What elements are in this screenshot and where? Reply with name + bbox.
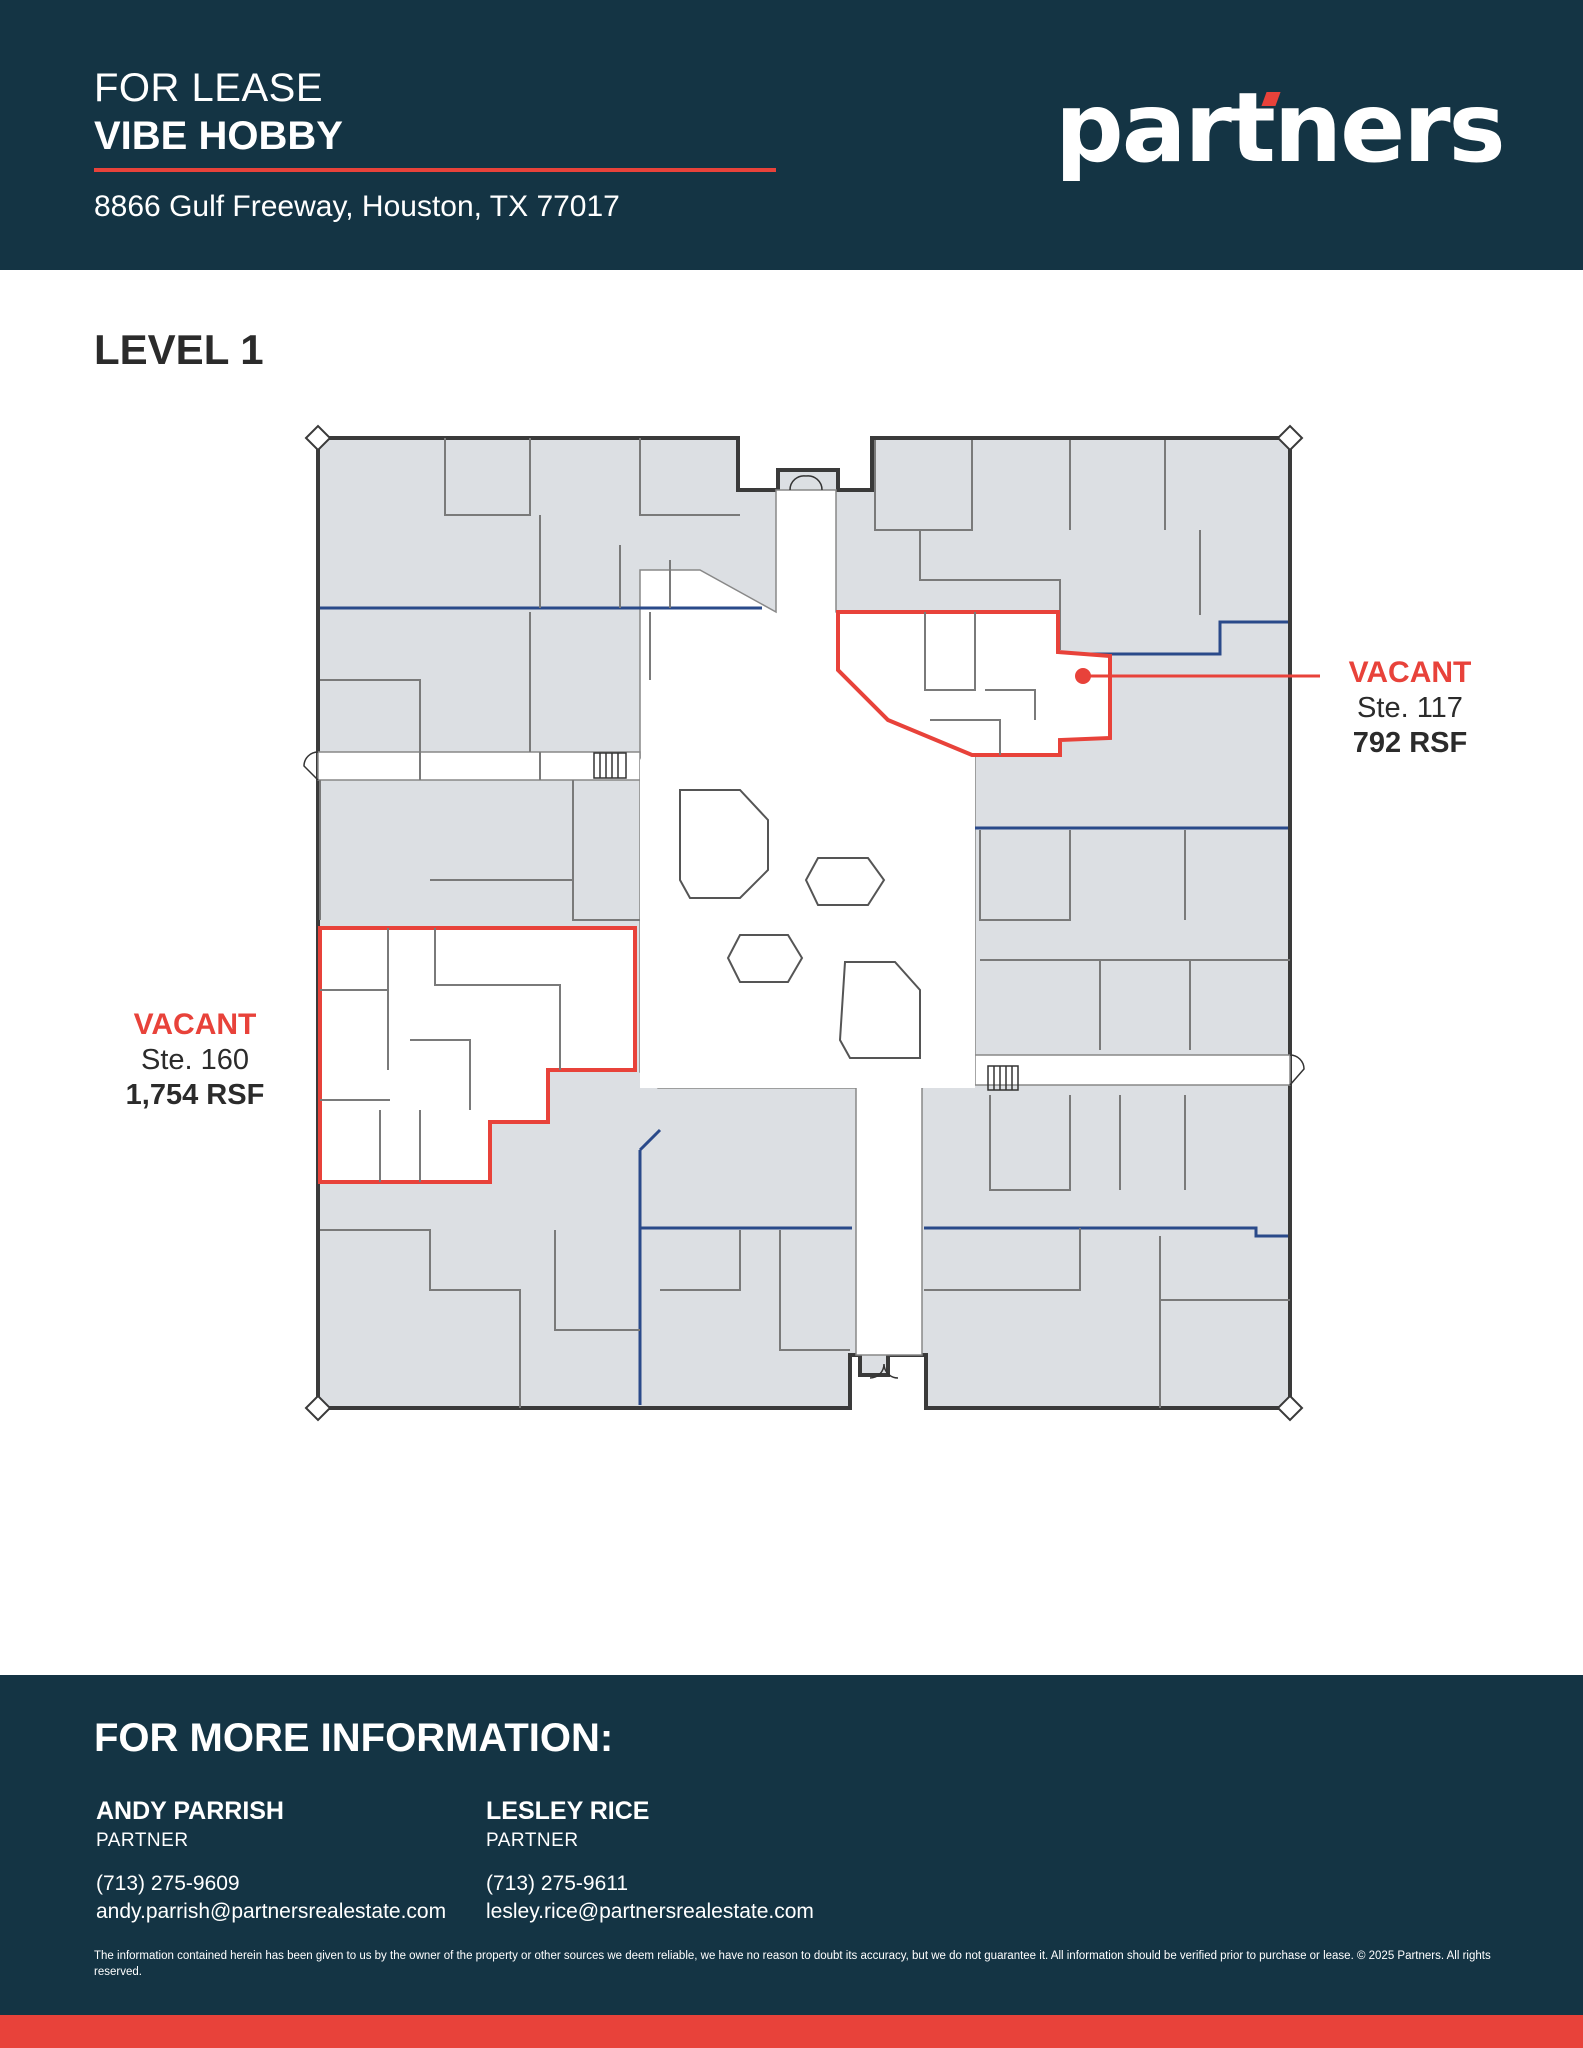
- contact-phone-link[interactable]: (713) 275-9611: [486, 1872, 629, 1895]
- west-corridor: [317, 751, 641, 781]
- vacant-suite-160-outline: [318, 926, 637, 1184]
- stairs-icon: [593, 752, 1019, 1091]
- legal-disclaimer: The information contained herein has bee…: [94, 1950, 1491, 1978]
- partners-logo: partners: [1055, 72, 1506, 184]
- corner-marker-ne: [1276, 424, 1304, 452]
- more-info-heading: FOR MORE INFORMATION:: [94, 1716, 614, 1760]
- property-name: VIBE HOBBY: [94, 114, 343, 158]
- corner-marker-se: [1276, 1394, 1304, 1422]
- suite-160-walls: [320, 928, 561, 1182]
- suite-117-number: Ste. 117: [1357, 692, 1463, 724]
- level-title: LEVEL 1: [94, 326, 264, 373]
- contact-phone-link[interactable]: (713) 275-9609: [96, 1872, 240, 1895]
- entrance-doors: [303, 475, 1305, 1379]
- corner-marker-sw: [304, 1394, 332, 1422]
- contact-email-link[interactable]: andy.parrish@partnersrealestate.com: [96, 1900, 447, 1923]
- header-banner: FOR LEASE VIBE HOBBY 8866 Gulf Freeway, …: [0, 0, 1583, 270]
- header-divider: [94, 168, 776, 172]
- contact-card-lesley: LESLEY RICE PARTNER (713) 275-9611 lesle…: [486, 1797, 814, 1924]
- footer-accent-bar: [0, 2015, 1583, 2048]
- contact-card-andy: ANDY PARRISH PARTNER (713) 275-9609 andy…: [96, 1797, 446, 1924]
- corner-marker-nw: [304, 424, 332, 452]
- suite-160-rsf: 1,754 RSF: [125, 1079, 265, 1111]
- tenant-boundaries: [320, 606, 1288, 1405]
- contact-email-link[interactable]: lesley.rice@partnersrealestate.com: [486, 1900, 814, 1923]
- footer-banner: FOR MORE INFORMATION: ANDY PARRISH PARTN…: [0, 1675, 1583, 2048]
- property-address: 8866 Gulf Freeway, Houston, TX 77017: [94, 190, 620, 223]
- suite-117-status: VACANT: [1348, 656, 1472, 689]
- east-corridor: [974, 1054, 1291, 1086]
- for-lease-label: FOR LEASE: [94, 66, 324, 110]
- suite-160-status: VACANT: [133, 1008, 257, 1041]
- interior-walls: [319, 438, 1290, 1408]
- core-elevators: [726, 857, 886, 983]
- contact-title: PARTNER: [486, 1830, 579, 1851]
- suite-160-callout: VACANT Ste. 160 1,754 RSF: [110, 1008, 280, 1112]
- contact-name: LESLEY RICE: [486, 1797, 650, 1825]
- core-restrooms: [679, 789, 921, 1059]
- lobby-area: [640, 730, 975, 1088]
- suite-117-walls: [924, 612, 1036, 755]
- suite-117-callout: VACANT Ste. 117 792 RSF: [1335, 656, 1485, 760]
- contact-name: ANDY PARRISH: [96, 1797, 284, 1825]
- contact-title: PARTNER: [96, 1830, 189, 1851]
- suite-117-rsf: 792 RSF: [1352, 727, 1468, 759]
- suite-160-number: Ste. 160: [140, 1044, 250, 1076]
